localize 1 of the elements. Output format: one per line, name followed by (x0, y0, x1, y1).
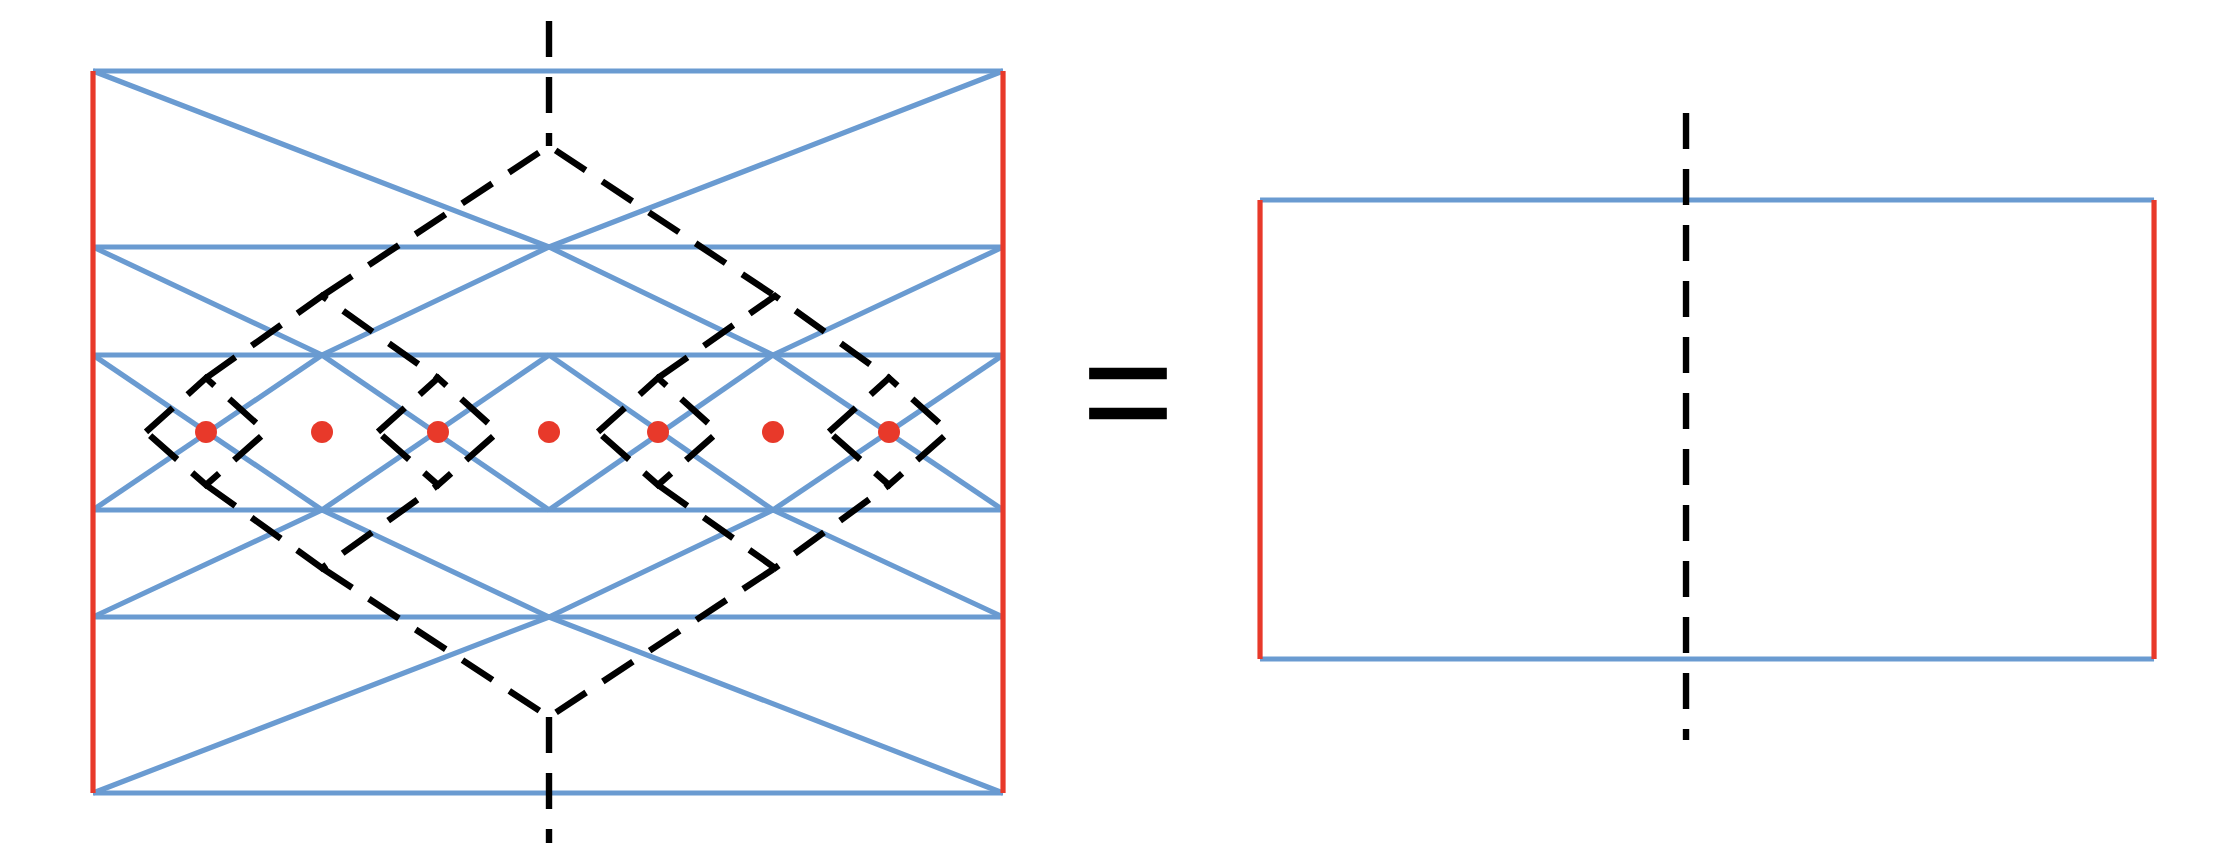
equals-sign: = (1089, 367, 1167, 420)
